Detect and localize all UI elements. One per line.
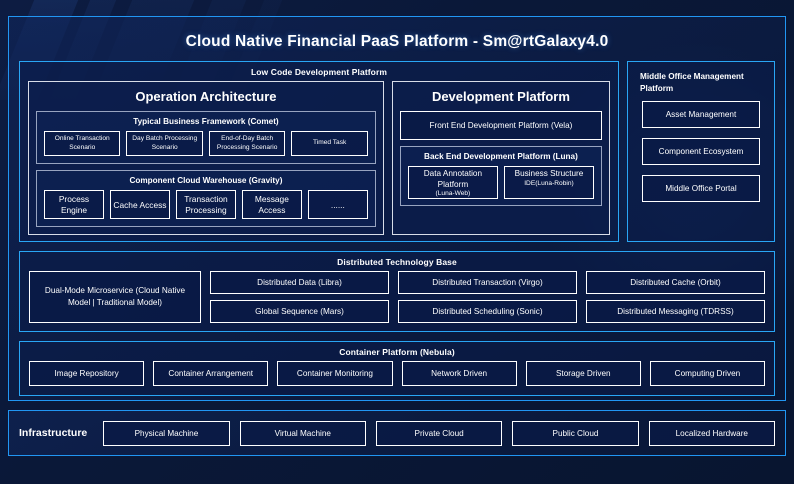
box-cache-access[interactable]: Cache Access [109,190,170,220]
page-title: Cloud Native Financial PaaS Platform - S… [185,33,609,50]
development-platform-panel: Development Platform Front End Developme… [391,81,610,236]
box-network-driven[interactable]: Network Driven [401,361,517,387]
box-container-arrangement[interactable]: Container Arrangement [153,361,269,387]
box-asset-management[interactable]: Asset Management [642,100,760,128]
box-distributed-data[interactable]: Distributed Data (Libra) [210,271,389,295]
operation-architecture-panel: Operation Architecture Typical Business … [28,81,384,236]
container-platform-title: Container Platform (Nebula) [339,347,455,358]
data-annotation-platform-name: Data Annotation Platform [423,169,483,189]
box-global-sequence[interactable]: Global Sequence (Mars) [210,300,389,324]
middle-office-panel-title: Middle Office Management Platform [640,72,744,93]
box-distributed-cache[interactable]: Distributed Cache (Orbit) [586,271,765,295]
development-platform-title: Development Platform [431,89,570,104]
box-process-engine[interactable]: Process Engine [44,190,104,220]
low-code-panel-title: Low Code Development Platform [250,67,388,77]
box-end-of-day-batch-processing-scenario[interactable]: End-of-Day Batch Processing Scenario [208,131,286,157]
typical-business-framework-title: Typical Business Framework (Comet) [133,117,279,126]
box-physical-machine[interactable]: Physical Machine [103,420,230,446]
business-structure-code: IDE(Luna-Robin) [524,179,574,187]
infrastructure-label: Infrastructure [19,427,88,439]
back-end-development-platform-title: Back End Development Platform (Luna) [424,152,578,161]
box-front-end-development-platform[interactable]: Front End Development Platform (Vela) [399,111,602,140]
low-code-development-platform-panel: Low Code Development Platform Operation … [19,61,619,243]
box-public-cloud[interactable]: Public Cloud [512,420,639,446]
distributed-technology-base-title: Distributed Technology Base [337,257,457,268]
dtb-column-2: Distributed Transaction (Virgo) Distribu… [398,271,577,324]
box-dual-mode-microservice[interactable]: Dual-Mode Microservice (Cloud Native Mod… [29,271,201,324]
distributed-technology-base-panel: Distributed Technology Base Dual-Mode Mi… [19,251,775,333]
box-private-cloud[interactable]: Private Cloud [375,420,503,446]
back-end-development-platform-group: Back End Development Platform (Luna) Dat… [399,146,602,206]
operation-architecture-title: Operation Architecture [135,89,277,104]
box-distributed-scheduling[interactable]: Distributed Scheduling (Sonic) [398,300,577,324]
box-localized-hardware[interactable]: Localized Hardware [648,420,775,446]
box-day-batch-processing-scenario[interactable]: Day Batch Processing Scenario [126,131,203,157]
upper-row: Low Code Development Platform Operation … [19,61,775,243]
box-distributed-transaction[interactable]: Distributed Transaction (Virgo) [398,271,577,295]
box-computing-driven[interactable]: Computing Driven [649,361,766,387]
box-storage-driven[interactable]: Storage Driven [525,361,641,387]
box-virtual-machine[interactable]: Virtual Machine [239,420,366,446]
dtb-column-1: Distributed Data (Libra) Global Sequence… [210,271,389,324]
container-platform-panel: Container Platform (Nebula) Image Reposi… [19,341,775,397]
box-component-ecosystem[interactable]: Component Ecosystem [642,137,760,165]
box-distributed-messaging[interactable]: Distributed Messaging (TDRSS) [586,300,765,324]
box-data-annotation-platform[interactable]: Data Annotation Platform (Luna-Web) [407,166,498,199]
business-structure-name: Business Structure [514,169,584,178]
box-timed-task[interactable]: Timed Task [291,131,368,157]
middle-office-management-platform-panel: Middle Office Management Platform Asset … [627,61,775,243]
typical-business-framework-group: Typical Business Framework (Comet) Onlin… [36,111,376,165]
box-more-ellipsis[interactable]: ...... [307,190,368,220]
box-business-structure-ide[interactable]: Business Structure IDE(Luna-Robin) [503,166,594,199]
component-cloud-warehouse-title: Component Cloud Warehouse (Gravity) [129,176,283,186]
box-message-access[interactable]: Message Access [241,190,302,220]
component-cloud-warehouse-group: Component Cloud Warehouse (Gravity) Proc… [36,170,376,228]
platform-frame: Cloud Native Financial PaaS Platform - S… [8,16,786,401]
box-online-transaction-scenario[interactable]: Online Transaction Scenario [44,131,121,157]
box-transaction-processing[interactable]: Transaction Processing [175,190,236,220]
box-middle-office-portal[interactable]: Middle Office Portal [642,174,760,202]
infrastructure-panel: Infrastructure Physical Machine Virtual … [8,410,786,456]
data-annotation-platform-code: (Luna-Web) [435,190,471,198]
box-image-repository[interactable]: Image Repository [29,361,145,387]
dtb-column-3: Distributed Cache (Orbit) Distributed Me… [586,271,765,324]
box-container-monitoring[interactable]: Container Monitoring [277,361,393,387]
